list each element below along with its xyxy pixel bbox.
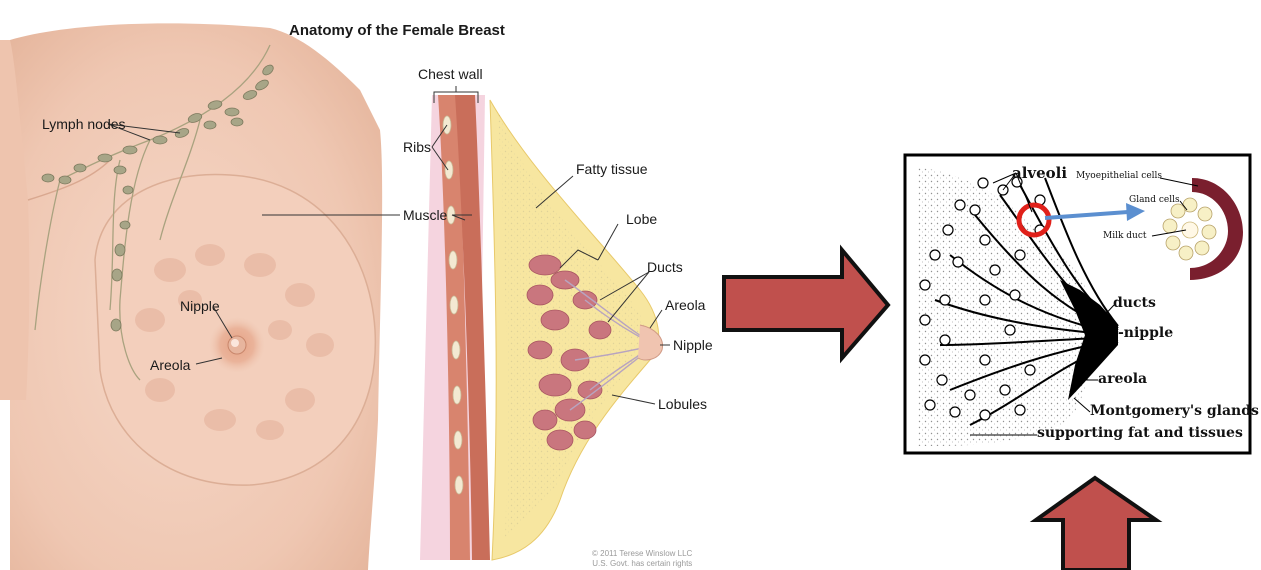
label-lobules: Lobules [658,396,707,412]
credit-text: © 2011 Terese Winslow LLC U.S. Govt. has… [592,549,692,569]
label-ribs: Ribs [403,139,431,155]
label-myoepithelial-cells: Myoepithelial cells [1076,171,1162,181]
label-areola-section: Areola [665,297,705,313]
label-nipple-front: Nipple [180,298,220,314]
label-lobe: Lobe [626,211,657,227]
label-lymph-nodes: Lymph nodes [42,116,126,132]
label-nipple-schematic: -nipple [1118,325,1173,341]
label-montgomery-glands: Montgomery's glands [1090,403,1259,419]
label-alveoli: alveoli [1012,164,1067,182]
label-muscle: Muscle [403,207,447,223]
label-nipple-section: Nipple [673,337,713,353]
label-fatty-tissue: Fatty tissue [576,161,648,177]
label-areola-front: Areola [150,357,190,373]
cross-section-view [420,86,670,560]
label-ducts: Ducts [647,259,683,275]
credit-line-2: U.S. Govt. has certain rights [592,559,692,569]
label-supporting-fat: supporting fat and tissues [1037,425,1243,441]
label-milk-duct: Milk duct [1103,231,1147,241]
arrow-up [1036,478,1156,570]
label-ducts-schematic: ducts [1113,295,1156,311]
credit-line-1: © 2011 Terese Winslow LLC [592,549,692,559]
label-areola-schematic: areola [1098,371,1147,387]
figure-title: Anatomy of the Female Breast [289,22,505,39]
label-gland-cells: Gland cells [1129,195,1180,205]
label-chest-wall: Chest wall [418,66,483,82]
arrow-right [724,250,888,358]
